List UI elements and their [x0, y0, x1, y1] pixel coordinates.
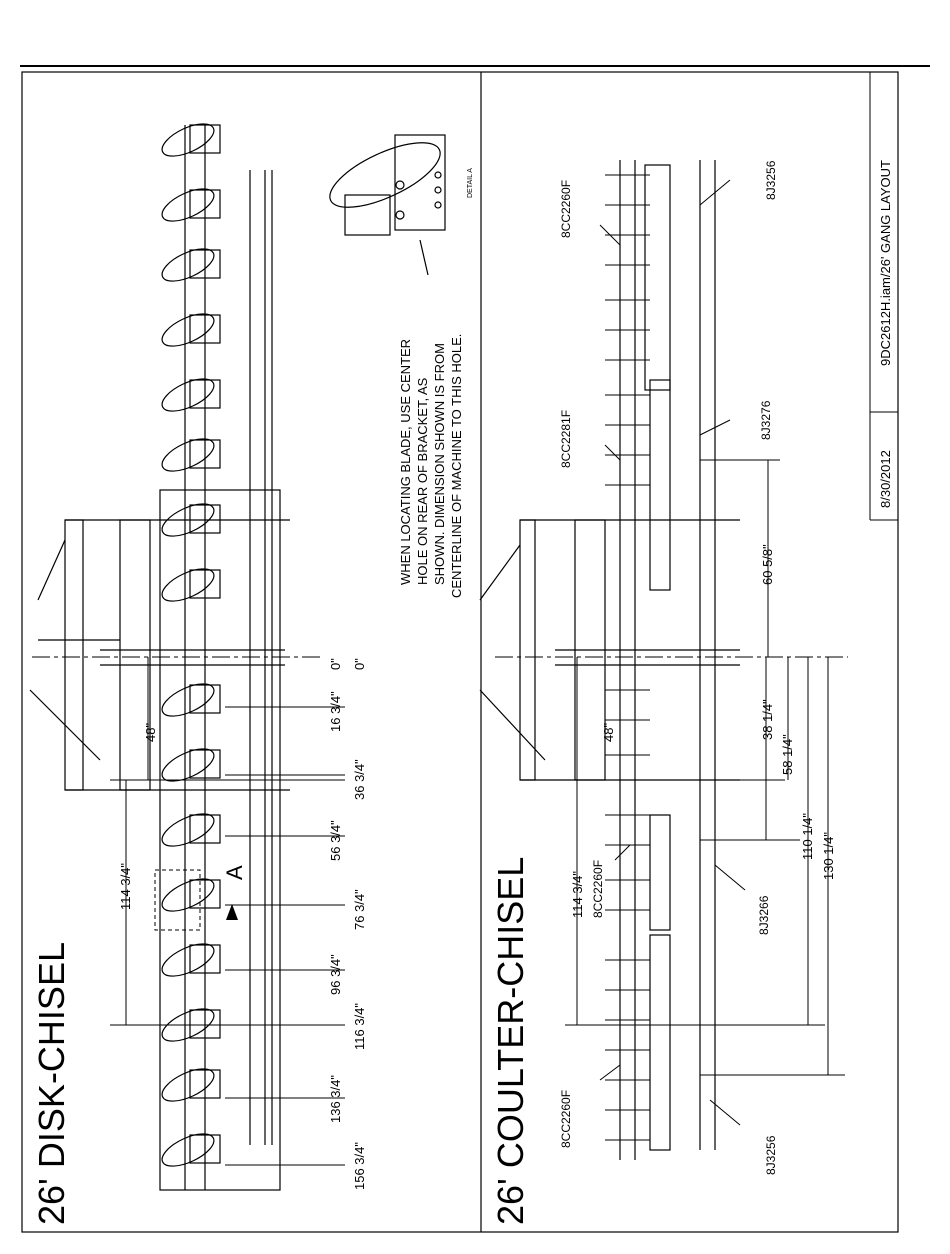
- blade-bracket: [189, 684, 221, 714]
- date-label: 8/30/2012: [878, 450, 893, 508]
- disk-blade: [161, 503, 215, 537]
- blade-bracket: [189, 249, 221, 279]
- blade-bracket: [189, 189, 221, 219]
- disk-blade: [161, 943, 215, 977]
- coulter-tines: [605, 174, 650, 1141]
- blade-bracket: [189, 124, 221, 154]
- coulter-dim-110-1-4: 110 1/4": [800, 813, 815, 860]
- blade-bracket: [189, 504, 221, 534]
- blade-bracket: [189, 569, 221, 599]
- part-8j3266: 8J3266: [757, 895, 771, 935]
- coulter-reference-lines: [495, 459, 848, 1076]
- coulter-wheel-dim: 114 3/4": [570, 871, 585, 918]
- note-line-1: WHEN LOCATING BLADE, USE CENTER: [398, 339, 413, 585]
- zero-label-a: 0": [328, 658, 343, 670]
- blade-dim-label: 76 3/4": [352, 889, 367, 930]
- disk-dimension-leaders: [225, 706, 345, 1166]
- callout-arrow: [226, 904, 238, 920]
- disk-blade: [161, 1133, 215, 1167]
- disk-chisel-title: 26' DISK-CHISEL: [31, 942, 72, 1225]
- blade-bracket: [189, 1134, 221, 1164]
- disk-blade: [161, 568, 215, 602]
- disk-blade: [161, 813, 215, 847]
- blade-bracket: [189, 749, 221, 779]
- disk-blade: [161, 123, 215, 157]
- part-8j3256-bottom: 8J3256: [764, 1135, 778, 1175]
- note-line-4: CENTERLINE OF MACHINE TO THIS HOLE.: [449, 334, 464, 598]
- disk-blade: [161, 1068, 215, 1102]
- detail-a-illustration: [329, 134, 446, 276]
- blade-dim-label: 56 3/4": [328, 820, 343, 861]
- note-line-2: HOLE ON REAR OF BRACKET, AS: [415, 377, 430, 585]
- disk-frame-dim: 48": [143, 723, 158, 742]
- blade-bracket: [189, 814, 221, 844]
- note-line-3: SHOWN. DIMENSION SHOWN IS FROM: [432, 343, 447, 585]
- coulter-dim-60-5-8: 60 5/8": [760, 544, 775, 585]
- blade-dim-label: 116 3/4": [352, 1003, 367, 1050]
- disk-blade: [161, 438, 215, 472]
- part-8cc2260f-top: 8CC2260F: [559, 180, 573, 238]
- blade-dim-label: 96 3/4": [328, 954, 343, 995]
- disk-blades: [161, 123, 221, 1167]
- coulter-frame-dim: 48": [601, 723, 616, 742]
- disk-blade: [161, 683, 215, 717]
- blade-dim-label: 156 3/4": [352, 1142, 367, 1190]
- blade-dim-label: 136 3/4": [328, 1075, 343, 1123]
- part-8cc2281f: 8CC2281F: [559, 410, 573, 468]
- part-8j3256-top: 8J3256: [764, 160, 778, 200]
- coulter-chisel-title: 26' COULTER-CHISEL: [490, 857, 531, 1225]
- disk-blade: [161, 188, 215, 222]
- disk-blade: [161, 378, 215, 412]
- coulter-dim-38-1-4: 38 1/4": [760, 699, 775, 740]
- part-8j3276: 8J3276: [759, 400, 773, 440]
- blade-dim-label: 36 3/4": [352, 759, 367, 800]
- detail-a-label: DETAIL A: [467, 168, 474, 198]
- disk-blade: [161, 313, 215, 347]
- callout-letter: A: [222, 865, 247, 880]
- zero-label-b: 0": [352, 658, 367, 670]
- disk-blade: [161, 878, 215, 912]
- file-name-label: 9DC2612H.iam/26' GANG LAYOUT: [878, 160, 893, 366]
- blade-bracket: [189, 314, 221, 344]
- blade-bracket: [189, 879, 221, 909]
- part-8cc2260f-mid: 8CC2260F: [591, 860, 605, 918]
- blade-bracket: [189, 439, 221, 469]
- part-leaders: [599, 179, 746, 1126]
- locating-note: WHEN LOCATING BLADE, USE CENTER HOLE ON …: [398, 334, 464, 598]
- disk-blade: [161, 748, 215, 782]
- blade-dim-label: 16 3/4": [328, 691, 343, 732]
- blade-bracket: [189, 1009, 221, 1039]
- sheet-border: [20, 65, 930, 1233]
- blade-bracket: [189, 944, 221, 974]
- coulter-dim-58-1-4: 58 1/4": [780, 734, 795, 775]
- blade-bracket: [189, 379, 221, 409]
- detail-a-box: [154, 869, 201, 931]
- coulter-dim-130-1-4: 130 1/4": [821, 832, 836, 880]
- disk-blade: [161, 1008, 215, 1042]
- blade-bracket: [189, 1069, 221, 1099]
- disk-blade: [161, 248, 215, 282]
- part-8cc2260f-bottom: 8CC2260F: [559, 1090, 573, 1148]
